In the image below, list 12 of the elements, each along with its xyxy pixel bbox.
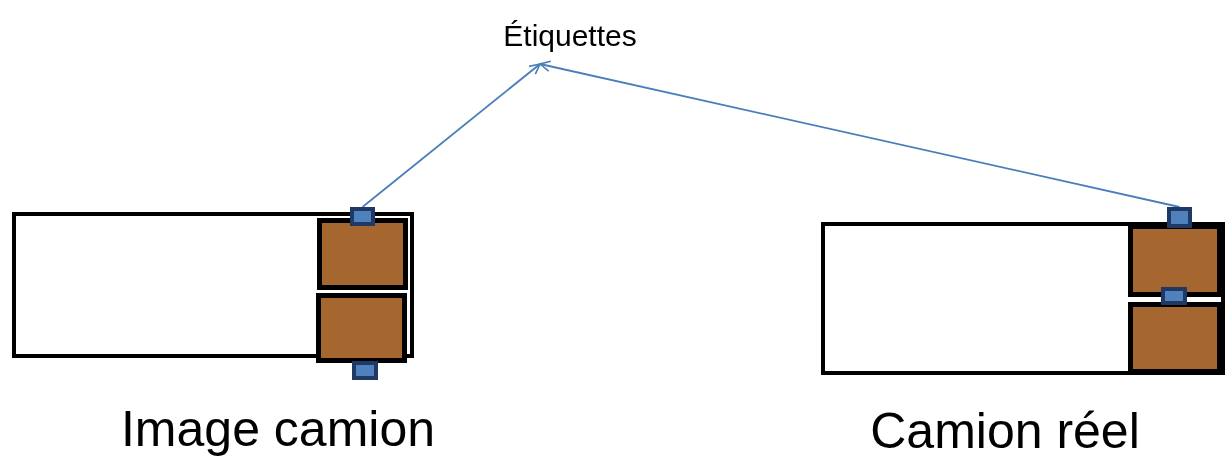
- node-label: Image camion: [119, 400, 436, 458]
- leader-arrow: [361, 63, 541, 208]
- truck-body-box: [821, 222, 1225, 375]
- cargo-box: [1128, 224, 1222, 297]
- leader-arrow: [539, 60, 1181, 208]
- tag-marker: [1161, 287, 1187, 305]
- tag-marker: [350, 207, 375, 226]
- cargo-box: [1128, 302, 1222, 374]
- tag-marker: [352, 361, 378, 380]
- label-text: Étiquettes: [503, 19, 637, 53]
- node-label: Camion réel: [869, 402, 1141, 460]
- tag-marker: [1167, 207, 1192, 228]
